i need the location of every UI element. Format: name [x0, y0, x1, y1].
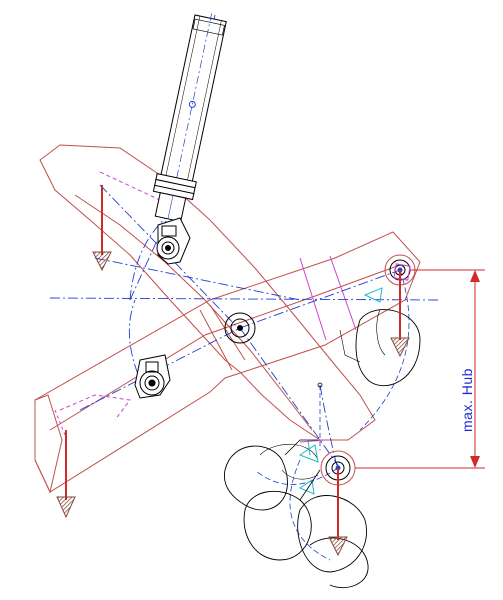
dimension-label: max. Hub	[459, 368, 475, 432]
arm-wedge-lower-left	[34, 394, 66, 494]
trajectory-arcs	[254, 269, 410, 561]
pivot-upper	[156, 217, 191, 265]
centerlines	[49, 14, 441, 471]
highlight-marks	[298, 287, 383, 495]
mechanism-detail	[284, 382, 323, 501]
stroke-dimension	[355, 269, 485, 469]
pivot-lower-left	[134, 354, 171, 399]
load-arrow-upper-left	[92, 185, 112, 272]
load-arrow-lower-center	[328, 468, 348, 557]
load-arrow-lower-left	[56, 430, 76, 519]
pivot-center-icon	[224, 312, 256, 344]
down-arrow-icon	[56, 185, 410, 557]
dimension-label-container: max. Hub	[452, 300, 482, 440]
accent-marks	[299, 263, 411, 443]
hydraulic-cylinder	[152, 13, 227, 223]
load-arrow-upper-right	[390, 270, 410, 358]
hook-outlines	[223, 309, 421, 589]
